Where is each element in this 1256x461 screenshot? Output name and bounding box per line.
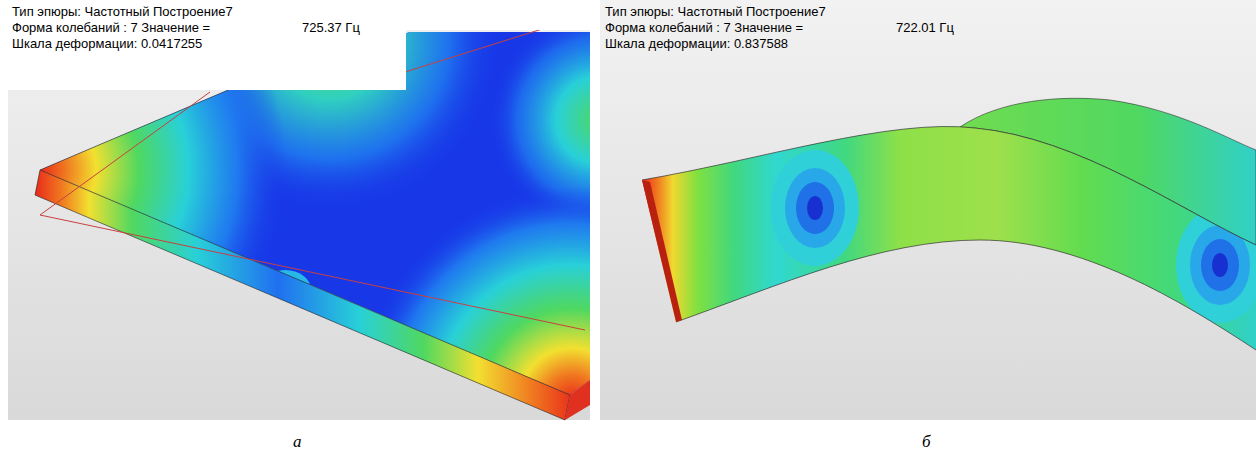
contour-spot (771, 150, 859, 266)
deformation-outline (40, 92, 210, 215)
plate-contour (0, 0, 600, 430)
plate-contour (0, 0, 600, 430)
frequency-value: 725.37 Гц (302, 20, 360, 35)
subfigure-letter: б (922, 432, 931, 452)
plate-base-color (0, 0, 600, 430)
plate-top-face (0, 0, 600, 430)
deformation-outline (40, 215, 585, 330)
plate-contour (0, 0, 600, 430)
beam-edge (676, 240, 1256, 350)
scale-text: Шкала деформации: 0.837588 (605, 36, 788, 51)
text-panel (406, 0, 590, 30)
contour-spot (785, 168, 845, 248)
frequency-value: 722.01 Гц (896, 20, 954, 35)
contour-spot (1212, 253, 1228, 277)
plate-edge (40, 85, 240, 170)
text-panel (8, 0, 406, 90)
scale-text: Шкала деформации: 0.0417255 (12, 36, 202, 51)
mode-text: Форма колебаний : 7 Значение = (605, 20, 803, 35)
plot-type-text: Тип эпюры: Частотный Построение7 (12, 4, 233, 19)
subfigure-letter: а (293, 432, 302, 452)
plate-side-face (565, 380, 590, 420)
contour-spot (1190, 225, 1250, 305)
mode-text: Форма колебаний : 7 Значение = (12, 20, 210, 35)
beam-contour (630, 90, 1256, 370)
plot-type-text: Тип эпюры: Частотный Построение7 (605, 4, 826, 19)
plate-contour (0, 0, 600, 430)
beam-front-face (630, 90, 1256, 370)
plate-front-face (35, 170, 570, 420)
contour-spot (807, 196, 823, 220)
beam-end-face (642, 180, 682, 322)
beam-edge (642, 126, 1256, 245)
contour-spot (796, 182, 834, 234)
contour-spot (1201, 239, 1239, 291)
